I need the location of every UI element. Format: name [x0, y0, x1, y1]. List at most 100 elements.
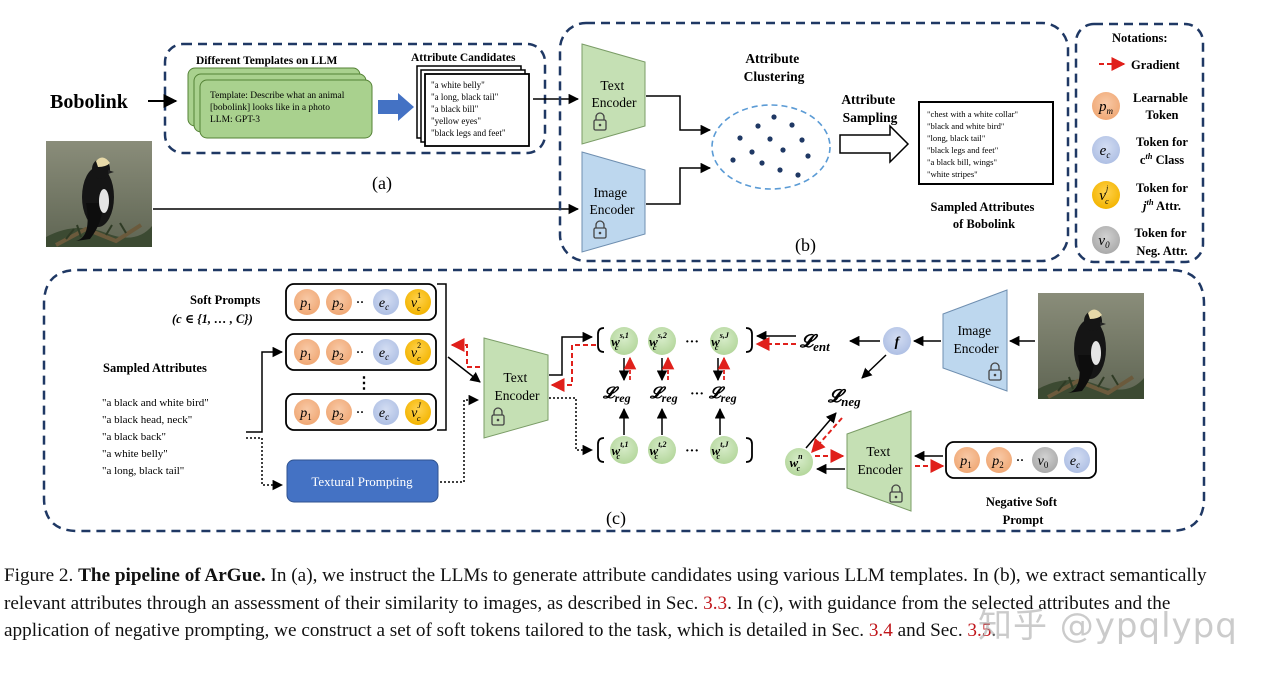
f-to-neg-arrow [861, 354, 887, 379]
lock-icon [889, 484, 903, 503]
negative-text-encoder-label: Text Encoder [858, 444, 903, 477]
neg-token-label: Token for Neg. Attr. [1135, 226, 1190, 258]
sampled-attributes-title-c: Sampled Attributes [103, 361, 207, 375]
clustering-title: Attribute Clustering [744, 51, 805, 84]
svg-text:v2c: v2c [411, 341, 421, 363]
p1-token-icon [954, 447, 980, 473]
reg-ellipsis: ··· [690, 387, 704, 402]
class-token-label-2: cth Class [1140, 151, 1184, 167]
template-text: Template: Describe what an animal [bobol… [210, 91, 347, 125]
figure-caption: Figure 2. The pipeline of ArGue. In (a),… [4, 562, 1254, 645]
caption-ref-sec-3-4[interactable]: 3.4 [868, 620, 893, 641]
attributes-to-textural-arrow [246, 437, 284, 491]
gradient-to-prompts-arrow [450, 338, 480, 368]
notations-border [1074, 22, 1205, 264]
p2-token-icon [326, 399, 352, 425]
reg-arrows [618, 356, 731, 435]
lock-icon [988, 362, 1002, 381]
v2-token-icon [405, 339, 431, 365]
panel-b-image-encoder-label: Image Encoder [590, 185, 635, 217]
svg-text:vJc: vJc [411, 401, 421, 423]
svg-text:ec: ec [1070, 454, 1080, 470]
v0-token-icon [1032, 447, 1058, 473]
wn-to-neg-arrow [805, 412, 837, 449]
panel-b: Text Encoder Image Encoder Attribute Clu… [558, 21, 1070, 263]
panel-a: Bobolink Different Templates on LLM Temp… [44, 42, 580, 249]
pipeline-figure: Bobolink Different Templates on LLM Temp… [42, 21, 1206, 533]
vj-token-icon [405, 399, 431, 425]
v1-token-icon [405, 289, 431, 315]
soft-prompts-subtitle: (c ∈ {1, … , C}) [172, 312, 253, 326]
panel-b-image-encoder [581, 151, 646, 253]
feature-f-label: f [895, 335, 901, 350]
loss-reg-labels: 𝓛reg 𝓛reg 𝓛reg [602, 385, 737, 405]
class-token-label-1: Token for [1136, 135, 1188, 149]
wt-ellipsis: ··· [685, 444, 699, 459]
row-ellipsis: ⋮ [356, 375, 372, 392]
attr-token-label-2: jth Attr. [1141, 197, 1181, 213]
caption-text-3: and Sec. [897, 620, 963, 641]
panel-b-border [558, 21, 1070, 263]
svg-text:ec: ec [379, 346, 389, 362]
caption-ref-sec-3-5[interactable]: 3.5 [967, 620, 992, 641]
ec-token-icon [373, 399, 399, 425]
svg-text:𝓛reg: 𝓛reg [649, 385, 678, 405]
encoder-to-ws-arrow [549, 331, 594, 376]
gradient-ws-to-encoder-arrow [550, 344, 596, 392]
p2-token-icon [986, 447, 1012, 473]
candidates-title: Attribute Candidates [411, 52, 516, 64]
panel-c-image-encoder-label: Image Encoder [954, 323, 999, 356]
loss-neg: 𝓛neg [827, 386, 861, 409]
panel-a-label: (a) [372, 173, 392, 194]
gradient-legend-label: Gradient [1131, 58, 1180, 72]
ec-token-icon [1064, 447, 1090, 473]
caption-ref-sec-3-3[interactable]: 3.3 [703, 592, 728, 614]
p2-token-icon [326, 339, 352, 365]
caption-text-2: . In (c), with guidance from the selecte… [4, 592, 1171, 642]
svg-text:v1c: v1c [411, 291, 421, 313]
negative-soft-prompt-title: Negative Soft Prompt [986, 495, 1060, 527]
image-encoder-to-cluster-arrow [646, 162, 712, 205]
caption-text-4: . [991, 620, 997, 641]
caption-bold-title: The pipeline of ArGue. [78, 565, 266, 586]
p1-token-icon [294, 289, 320, 315]
ws-ellipsis: ··· [685, 335, 699, 350]
negative-soft-prompt-row: p1 p2 ·· v0 ec [945, 441, 1097, 479]
caption-prefix: Figure 2. [4, 565, 74, 586]
prompts-to-encoder-arrow [447, 356, 481, 383]
lock-icon [491, 407, 505, 426]
panel-b-text-encoder [581, 43, 646, 145]
sampling-title: Attribute Sampling [841, 92, 898, 125]
svg-text:ec: ec [379, 406, 389, 422]
bird-name: Bobolink [50, 91, 129, 113]
textural-to-encoder-arrow [440, 394, 480, 483]
bird-photo-c [1036, 291, 1146, 401]
loss-ent: 𝓛ent [799, 331, 830, 354]
panel-c-text-encoder [483, 337, 549, 439]
lock-icon [593, 112, 607, 131]
svg-text:ec: ec [379, 296, 389, 312]
notations-title: Notations: [1112, 31, 1168, 45]
bird-photo [44, 139, 154, 249]
template-to-candidates-arrow [378, 93, 414, 121]
encoder-to-wt-arrow [549, 397, 594, 456]
panel-c-label: (c) [606, 508, 626, 529]
class-token-icon [1092, 136, 1120, 164]
p1-token-icon [294, 399, 320, 425]
soft-prompts-title: Soft Prompts [190, 293, 260, 307]
neg-token-symbol: v0 [1098, 233, 1110, 250]
notations-panel: Notations: Gradient pm Learnable Token e… [1074, 22, 1205, 264]
svg-text:𝓛reg: 𝓛reg [602, 385, 631, 405]
panel-b-text-encoder-label: Text Encoder [592, 78, 637, 110]
ec-token-icon [373, 339, 399, 365]
attr-token-icon [1092, 181, 1120, 209]
sampled-attributes-title: Sampled Attributes of Bobolink [931, 200, 1038, 231]
candidates-card [424, 73, 530, 147]
